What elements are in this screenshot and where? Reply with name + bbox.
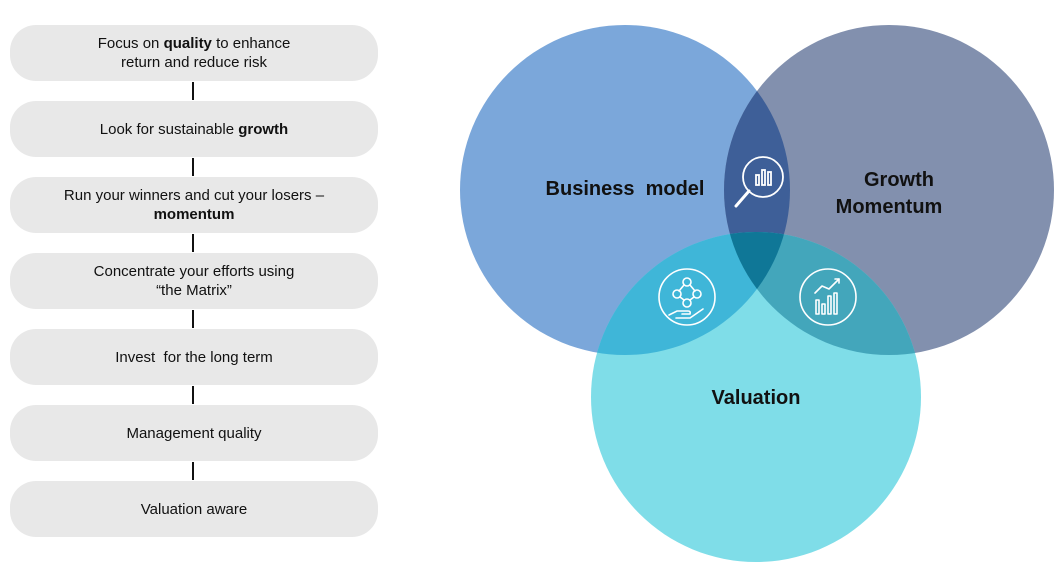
overlap-growth-valuation (724, 232, 921, 355)
step-valuation-text: Valuation aware (140, 500, 248, 518)
overlap-business-valuation (591, 232, 790, 355)
step-momentum-text: Run your winners and cut your losers – m… (63, 187, 325, 223)
step-matrix-text: Concentrate your efforts using “the Matr… (93, 263, 295, 299)
valuation-label: Valuation (712, 387, 801, 409)
step-management: Management quality (10, 405, 378, 461)
growth-chart-icon (799, 268, 857, 326)
step-long-term: Invest for the long term (10, 329, 378, 385)
step-momentum: Run your winners and cut your losers – m… (10, 177, 378, 233)
connector-line (192, 82, 194, 100)
magnifier-chart-icon (734, 156, 784, 208)
hand-network-icon (658, 268, 716, 326)
step-growth: Look for sustainable growth (10, 101, 378, 157)
step-quality-text: Focus on quality to enhance return and r… (97, 35, 291, 71)
connector-line (192, 386, 194, 404)
connector-line (192, 158, 194, 176)
momentum-label: Momentum (836, 196, 943, 218)
business-model-label: Business model (546, 178, 705, 200)
step-quality: Focus on quality to enhance return and r… (10, 25, 378, 81)
connector-line (192, 310, 194, 328)
growth-label: Growth (864, 169, 934, 191)
step-long-term-text: Invest for the long term (115, 348, 273, 366)
step-matrix: Concentrate your efforts using “the Matr… (10, 253, 378, 309)
step-management-text: Management quality (126, 424, 262, 442)
step-growth-text: Look for sustainable growth (99, 120, 289, 138)
step-valuation: Valuation aware (10, 481, 378, 537)
connector-line (192, 234, 194, 252)
connector-line (192, 462, 194, 480)
